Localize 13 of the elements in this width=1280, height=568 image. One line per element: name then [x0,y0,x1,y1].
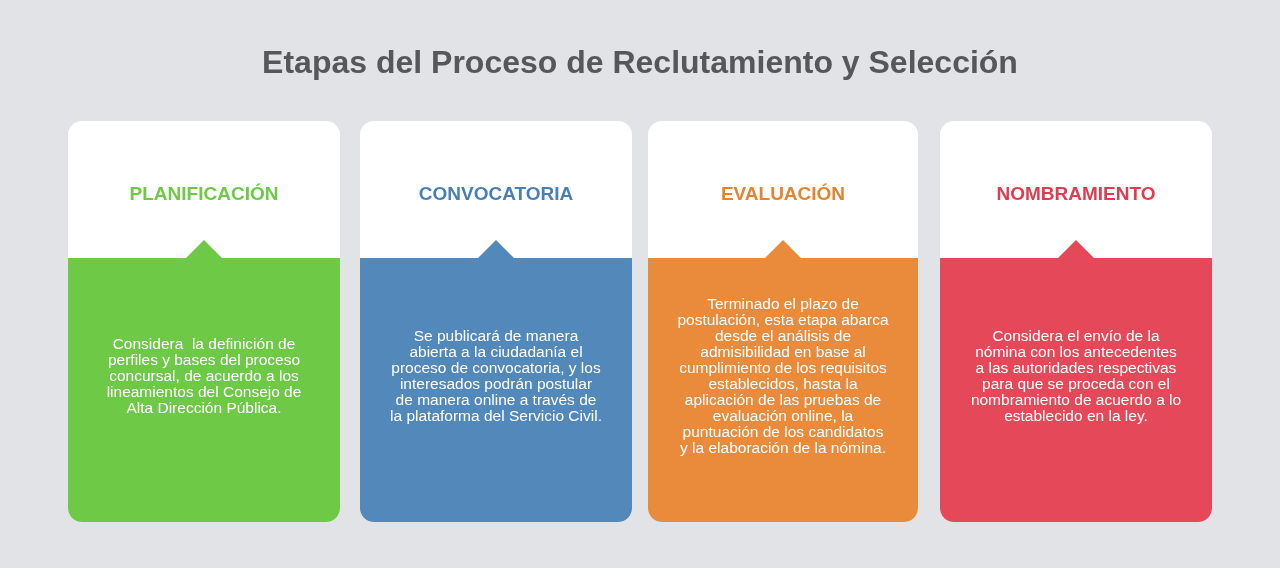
stage-heading: NOMBRAMIENTO [995,183,1157,205]
stage-description: Considera el envío de la nómina con los antecedentes a las autoridades respectivas para que se proceda con el nombramiento de acuerdo a lo establecido en la ley. [970,328,1182,424]
stage-description: Terminado el plazo de postulación, esta etapa abarca desde el análisis de admisibilidad en base al cumplimiento de los requisitos establecidos, hasta la aplicación de las pruebas de evaluación online, la puntuación de los candidatos y la elaboración de la nómina. [677,296,889,456]
stage-heading: PLANIFICACIÓN [128,183,280,205]
stage-heading: CONVOCATORIA [417,183,575,205]
stage-card [68,121,340,522]
stage-heading: EVALUACIÓN [719,183,847,205]
stage-card [360,121,632,522]
title: Etapas del Proceso de Reclutamiento y Selección [261,44,1019,81]
stage-description: Considera la definición de perfiles y bases del proceso concursal, de acuerdo a los lineamientos del Consejo de Alta Dirección Pública. [105,336,303,416]
stage-description: Se publicará de manera abierta a la ciudadanía el proceso de convocatoria, y los interesados podrán postular de manera online a través de la plataforma del Servicio Civil. [390,328,602,424]
stage-card [940,121,1212,522]
stage-card [648,121,918,522]
